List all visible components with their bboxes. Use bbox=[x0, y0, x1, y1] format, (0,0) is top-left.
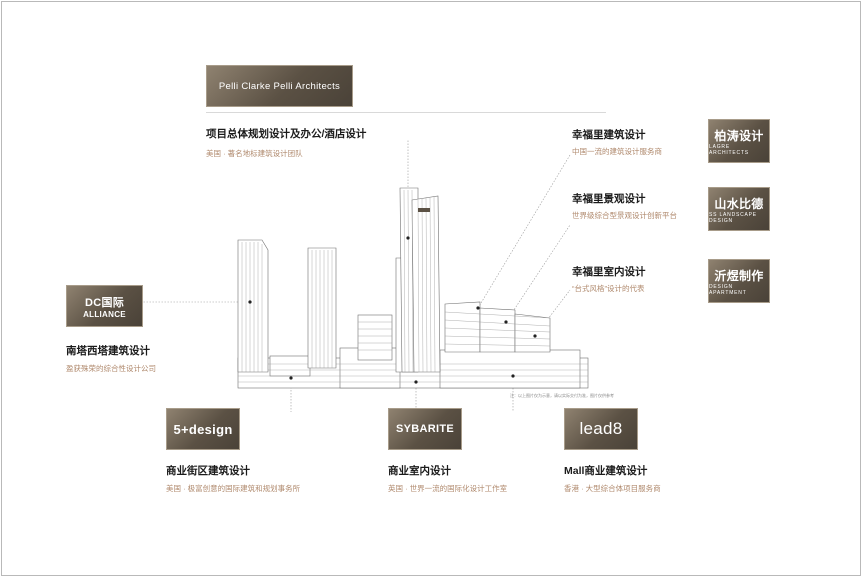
xingfuli-interior-title: 幸福里室内设计 bbox=[572, 266, 646, 278]
design-apartment-logo: 沂煜制作 DESIGN APARTMENT bbox=[708, 259, 770, 303]
lead8-logo: lead8 bbox=[564, 408, 638, 450]
xingfuli-arch-subtitle: 中国一流的建筑设计服务商 bbox=[572, 147, 662, 156]
divider bbox=[206, 112, 606, 113]
xingfuli-interior-subtitle: “台式风格”设计的代表 bbox=[572, 284, 645, 293]
interior-subtitle: 英国 · 世界一流的国际化设计工作室 bbox=[388, 484, 508, 493]
interior-title: 商业室内设计 bbox=[388, 465, 451, 477]
xingfuli-landscape-subtitle: 世界级综合型景观设计创新平台 bbox=[572, 211, 677, 220]
tower-west bbox=[237, 239, 269, 373]
pelli-subtitle: 美国 · 著名地标建筑设计团队 bbox=[206, 149, 303, 158]
tower-main bbox=[395, 187, 441, 373]
residential-xingfuli bbox=[444, 301, 551, 353]
fivedesign-logo: 5+design bbox=[166, 408, 240, 450]
mall-title: Mall商业建筑设计 bbox=[564, 465, 648, 477]
sybarite-logo: SYBARITE bbox=[388, 408, 462, 450]
image-caption: 注：以上图片仅为示意，请以实际交付为准，图片仅供参考 bbox=[510, 393, 614, 398]
xingfuli-landscape-title: 幸福里景观设计 bbox=[572, 193, 646, 205]
street-subtitle: 美国 · 极富创意的国际建筑和规划事务所 bbox=[166, 484, 301, 493]
south-tower-subtitle: 盈获殊荣的综合性设计公司 bbox=[66, 364, 156, 373]
pelli-title: 项目总体规划设计及办公/酒店设计 bbox=[206, 128, 367, 140]
south-tower-title: 南塔西塔建筑设计 bbox=[66, 345, 150, 357]
xingfuli-arch-title: 幸福里建筑设计 bbox=[572, 129, 646, 141]
mall-subtitle: 香港 · 大型综合体项目服务商 bbox=[564, 484, 661, 493]
shanshui-logo: 山水比德 SS LANDSCAPE DESIGN bbox=[708, 187, 770, 231]
tower-south bbox=[307, 247, 337, 369]
ucd-logo: 柏涛设计 LAGRE ARCHITECTS bbox=[708, 119, 770, 163]
pelli-logo: Pelli Clarke Pelli Architects bbox=[206, 65, 353, 107]
street-title: 商业街区建筑设计 bbox=[166, 465, 250, 477]
dc-alliance-logo: DC国际 ALLIANCE bbox=[66, 285, 143, 327]
